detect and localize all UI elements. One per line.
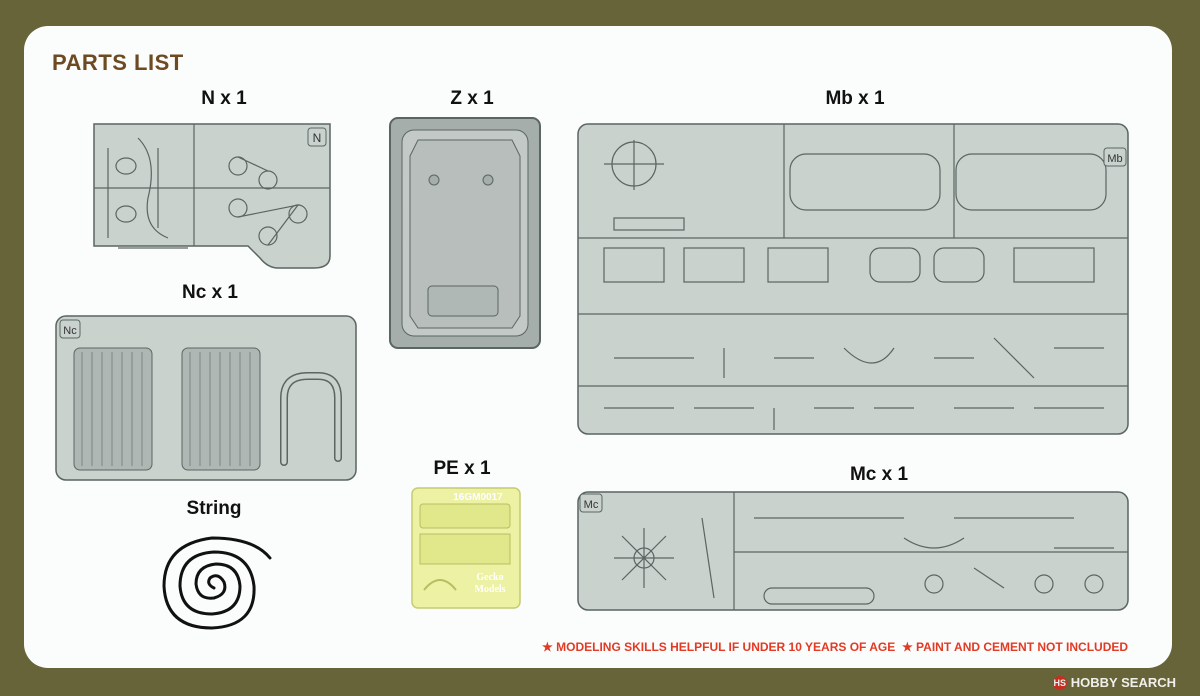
sprue-n-tag-text: N (313, 131, 322, 145)
pe-brand-line1: Gecko (476, 572, 503, 583)
sprue-nc-tag-text: Nc (63, 325, 77, 337)
sprue-z (389, 117, 541, 349)
sprue-mb-label: Mb x 1 (825, 88, 885, 109)
sprue-z-label: Z x 1 (450, 88, 494, 109)
string-coil (162, 536, 272, 630)
watermark-text: HOBBY SEARCH (1070, 675, 1176, 690)
sprue-nc: Nc (55, 315, 357, 481)
hobby-search-logo-icon: HS (1052, 675, 1067, 690)
sprue-mb-tag-text: Mb (1107, 153, 1122, 165)
sprue-pe-label: PE x 1 (433, 458, 491, 479)
star-icon: ★ (542, 640, 553, 654)
string-label: String (186, 498, 242, 519)
sprue-n: N (93, 123, 331, 269)
sprue-mc-label: Mc x 1 (849, 464, 909, 485)
page-title: PARTS LIST (52, 50, 184, 75)
sprue-nc-label: Nc x 1 (182, 282, 238, 303)
sprue-mc-tag-text: Mc (584, 499, 599, 511)
star-icon: ★ (901, 640, 913, 654)
sprue-n-tag (307, 127, 327, 147)
sprue-mb: Mb (577, 123, 1129, 435)
watermark: HS HOBBY SEARCH (1052, 675, 1176, 690)
sprue-n-label: N x 1 (201, 88, 247, 109)
pe-code: 16GM0017 (453, 492, 503, 503)
notice-bar: ★ MODELING SKILLS HELPFUL IF UNDER 10 YE… (542, 640, 1146, 654)
notice-item-paint: PAINT AND CEMENT NOT INCLUDED (916, 640, 1129, 654)
sprue-mc: Mc (577, 491, 1129, 611)
parts-list-board: PARTS LIST N x 1 N Z x 1 Mb x 1 (24, 26, 1172, 668)
pe-fret: 16GM0017 Gecko Models (411, 487, 521, 609)
pe-brand-line2: Models (474, 584, 505, 595)
notice-item-age: MODELING SKILLS HELPFUL IF UNDER 10 YEAR… (556, 640, 896, 654)
